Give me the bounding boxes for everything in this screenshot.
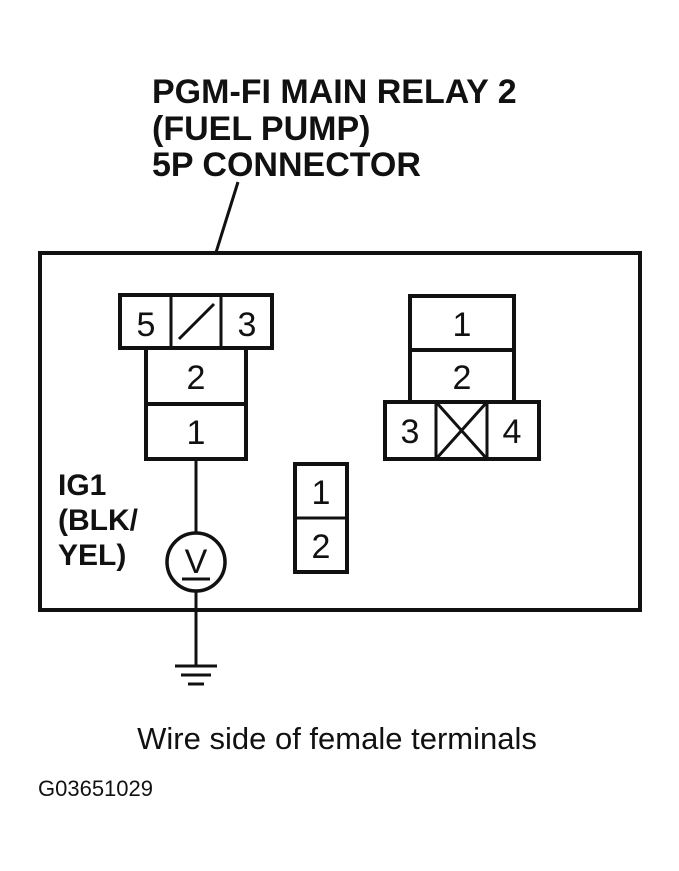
connector-4p: 1 2 3 4: [383, 294, 541, 461]
terminal-5: 5: [137, 306, 156, 344]
figure-code: G03651029: [38, 776, 153, 801]
unused-cavity-mark: [177, 302, 216, 341]
connector-4p-terminal-3: 3: [401, 413, 420, 451]
connector-2p-terminal-2: 2: [312, 528, 331, 566]
callout-line-3: 5P CONNECTOR: [152, 146, 421, 184]
callout-line-1: PGM-FI MAIN RELAY 2: [152, 73, 517, 111]
terminal-1: 1: [187, 414, 206, 452]
wire-label-line-3: YEL): [58, 539, 126, 572]
connector-2p: 1 2: [293, 462, 349, 574]
terminal-2: 2: [187, 359, 206, 397]
wire-label-line-1: IG1: [58, 469, 106, 502]
caption: Wire side of female terminals: [137, 721, 537, 756]
wire-label-line-2: (BLK/: [58, 504, 139, 537]
connector-4p-terminal-1-cell: [408, 294, 516, 352]
connector-2p-terminal-1: 1: [312, 474, 331, 512]
ground-icon: [175, 664, 217, 686]
voltmeter-icon: V: [165, 531, 227, 593]
connector-4p-terminal-4: 4: [503, 413, 522, 451]
terminal-3: 3: [238, 306, 257, 344]
callout-line-2: (FUEL PUMP): [152, 110, 370, 148]
connector-4p-terminal-2: 2: [453, 359, 472, 397]
voltmeter-symbol: V: [185, 543, 208, 581]
connector-4p-terminal-1: 1: [453, 306, 472, 344]
connector-5p: 5 3 2 1: [118, 293, 274, 461]
connector-5p-terminal-1-cell: [144, 402, 248, 461]
